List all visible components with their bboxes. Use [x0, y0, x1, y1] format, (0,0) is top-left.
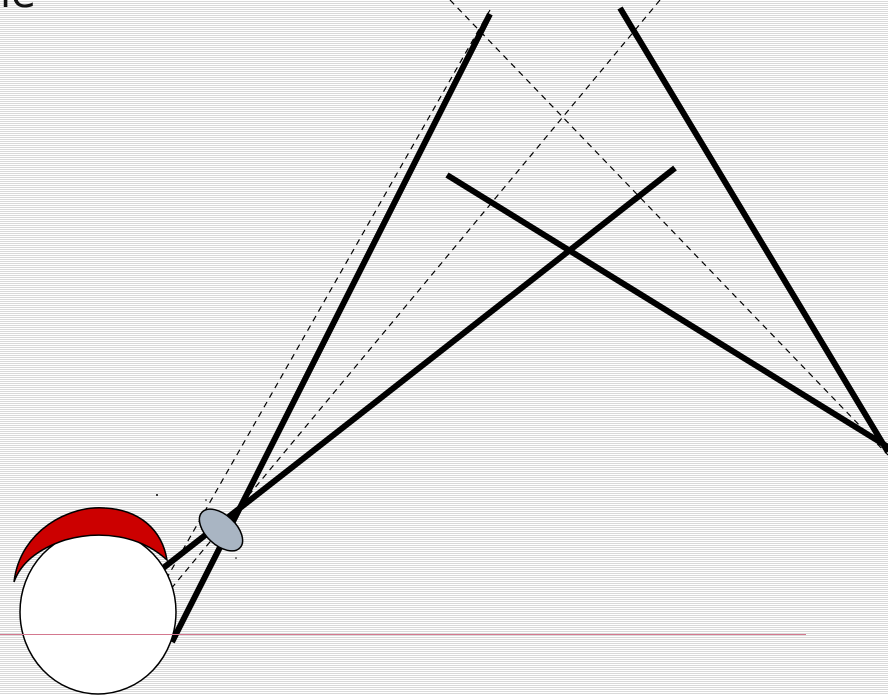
ray-upper-right: [121, 168, 675, 601]
dashed-line-to-left-tip: [160, 10, 490, 590]
viewer-head-icon: [14, 508, 176, 694]
ray-far-right: [620, 8, 888, 452]
footer-rule: [0, 634, 806, 635]
dashed-construction-lines: [160, 0, 888, 590]
dashed-line-right-diagonal: [450, 0, 888, 455]
ray-crossing-right: [447, 175, 888, 447]
head-outline: [20, 530, 176, 694]
